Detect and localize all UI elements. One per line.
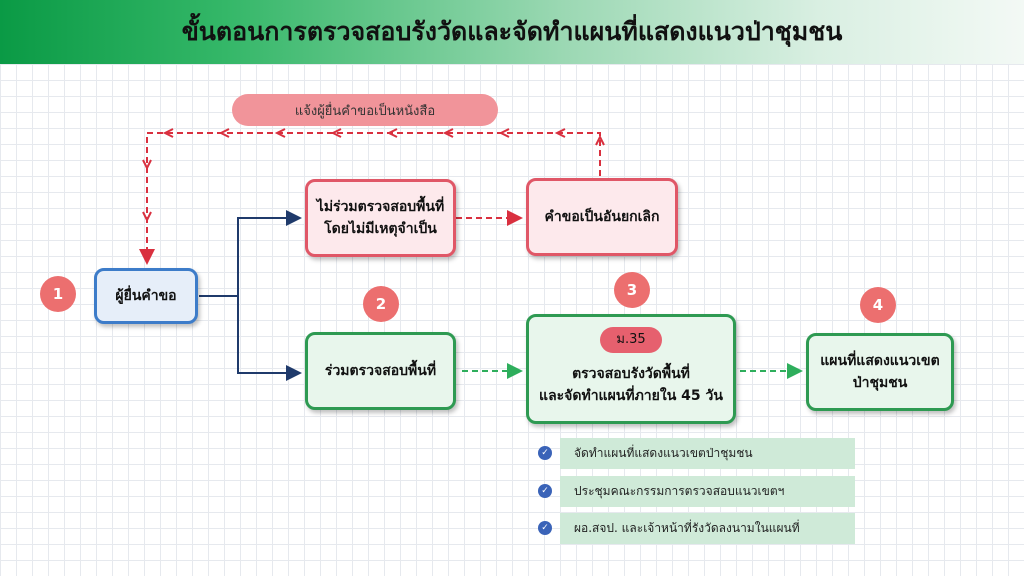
survey-label-line1: ตรวจสอบรังวัดพื้นที่ xyxy=(572,366,690,382)
check-icon: ✓ xyxy=(538,446,552,460)
step-1-badge: 1 xyxy=(40,276,76,312)
survey-label-line2: และจัดทำแผนที่ภายใน 45 วัน xyxy=(539,388,723,404)
survey-mapping-box: ม.35 ตรวจสอบรังวัดพื้นที่ และจัดทำแผนที่… xyxy=(526,314,736,424)
join-inspection-box: ร่วมตรวจสอบพื้นที่ xyxy=(305,332,456,410)
title-bar xyxy=(0,0,1024,64)
checklist-item: ✓ จัดทำแผนที่แสดงแนวเขตป่าชุมชน xyxy=(530,438,855,469)
checklist-item: ✓ ประชุมคณะกรรมการตรวจสอบแนวเขตฯ xyxy=(530,476,855,507)
not-join-box: ไม่ร่วมตรวจสอบพื้นที่ โดยไม่มีเหตุจำเป็น xyxy=(305,179,456,257)
step-2-badge: 2 xyxy=(363,286,399,322)
notify-in-writing-label: แจ้งผู้ยื่นคำขอเป็นหนังสือ xyxy=(232,94,498,126)
check-icon: ✓ xyxy=(538,521,552,535)
loop-arrow-mark xyxy=(595,134,605,146)
not-join-label-line1: ไม่ร่วมตรวจสอบพื้นที่ xyxy=(316,199,445,215)
feedback-loop xyxy=(139,132,601,265)
page-title: ขั้นตอนการตรวจสอบรังวัดและจัดทำแผนที่แสด… xyxy=(181,17,843,46)
boundary-map-label-line2: ป่าชุมชน xyxy=(852,375,908,391)
request-cancelled-label: คำขอเป็นอันยกเลิก xyxy=(544,209,660,225)
checklist-item-label: ประชุมคณะกรรมการตรวจสอบแนวเขตฯ xyxy=(560,476,855,507)
step-4-badge: 4 xyxy=(860,287,896,323)
applicant-label: ผู้ยื่นคำขอ xyxy=(115,288,177,304)
step-3-badge: 3 xyxy=(614,272,650,308)
boundary-map-box: แผนที่แสดงแนวเขต ป่าชุมชน xyxy=(806,333,954,411)
applicant-box: ผู้ยื่นคำขอ xyxy=(94,268,198,324)
not-join-label-line2: โดยไม่มีเหตุจำเป็น xyxy=(324,221,437,237)
branch-line xyxy=(199,210,302,297)
checklist-item-label: ผอ.สจป. และเจ้าหน้าที่รังวัดลงนามในแผนที… xyxy=(560,513,855,544)
loop-chevrons xyxy=(142,128,566,223)
check-icon: ✓ xyxy=(538,484,552,498)
checklist-item: ✓ ผอ.สจป. และเจ้าหน้าที่รังวัดลงนามในแผน… xyxy=(530,513,855,544)
section-35-badge: ม.35 xyxy=(600,327,662,353)
branch-line xyxy=(237,296,302,381)
join-inspection-label: ร่วมตรวจสอบพื้นที่ xyxy=(324,363,437,379)
request-cancelled-box: คำขอเป็นอันยกเลิก xyxy=(526,178,678,256)
checklist-item-label: จัดทำแผนที่แสดงแนวเขตป่าชุมชน xyxy=(560,438,855,469)
boundary-map-label-line1: แผนที่แสดงแนวเขต xyxy=(820,353,940,369)
